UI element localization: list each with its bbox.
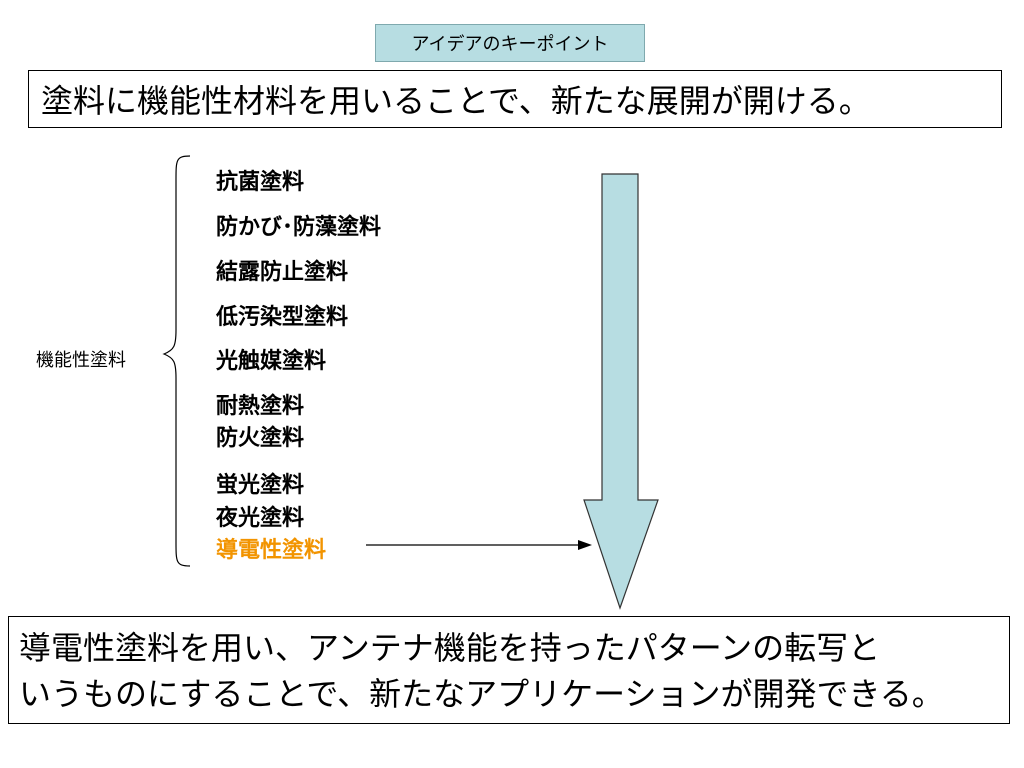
category-label: 機能性塗料 (36, 350, 126, 371)
coating-item: 結露防止塗料 (216, 260, 349, 285)
headline-text: 塗料に機能性材料を用いることで、新たな展開が開ける。 (41, 82, 871, 120)
coating-item: 抗菌塗料 (216, 170, 305, 195)
coating-item: 夜光塗料 (216, 506, 305, 531)
coating-item: 耐熱塗料 (216, 394, 305, 419)
key-point-label: アイデアのキーポイント (375, 24, 645, 62)
result-box: 導電性塗料を用い、アンテナ機能を持ったパターンの転写と いうものにすることで、新… (8, 616, 1010, 724)
coating-item: 低汚染型塗料 (216, 305, 349, 330)
connector-arrow (366, 540, 592, 550)
result-line-1: 導電性塗料を用い、アンテナ機能を持ったパターンの転写と (19, 629, 881, 667)
down-arrow-icon (583, 173, 659, 610)
curly-brace (162, 155, 191, 567)
headline-box: 塗料に機能性材料を用いることで、新たな展開が開ける。 (28, 70, 1002, 128)
result-line-2: いうものにすることで、新たなアプリケーションが開発できる。 (19, 675, 944, 713)
coating-item: 蛍光塗料 (216, 473, 305, 498)
coating-item: 導電性塗料 (216, 538, 327, 563)
coating-item: 防火塗料 (216, 426, 305, 451)
coating-item: 防かび･防藻塗料 (216, 215, 382, 240)
coating-item: 光触媒塗料 (216, 349, 327, 374)
